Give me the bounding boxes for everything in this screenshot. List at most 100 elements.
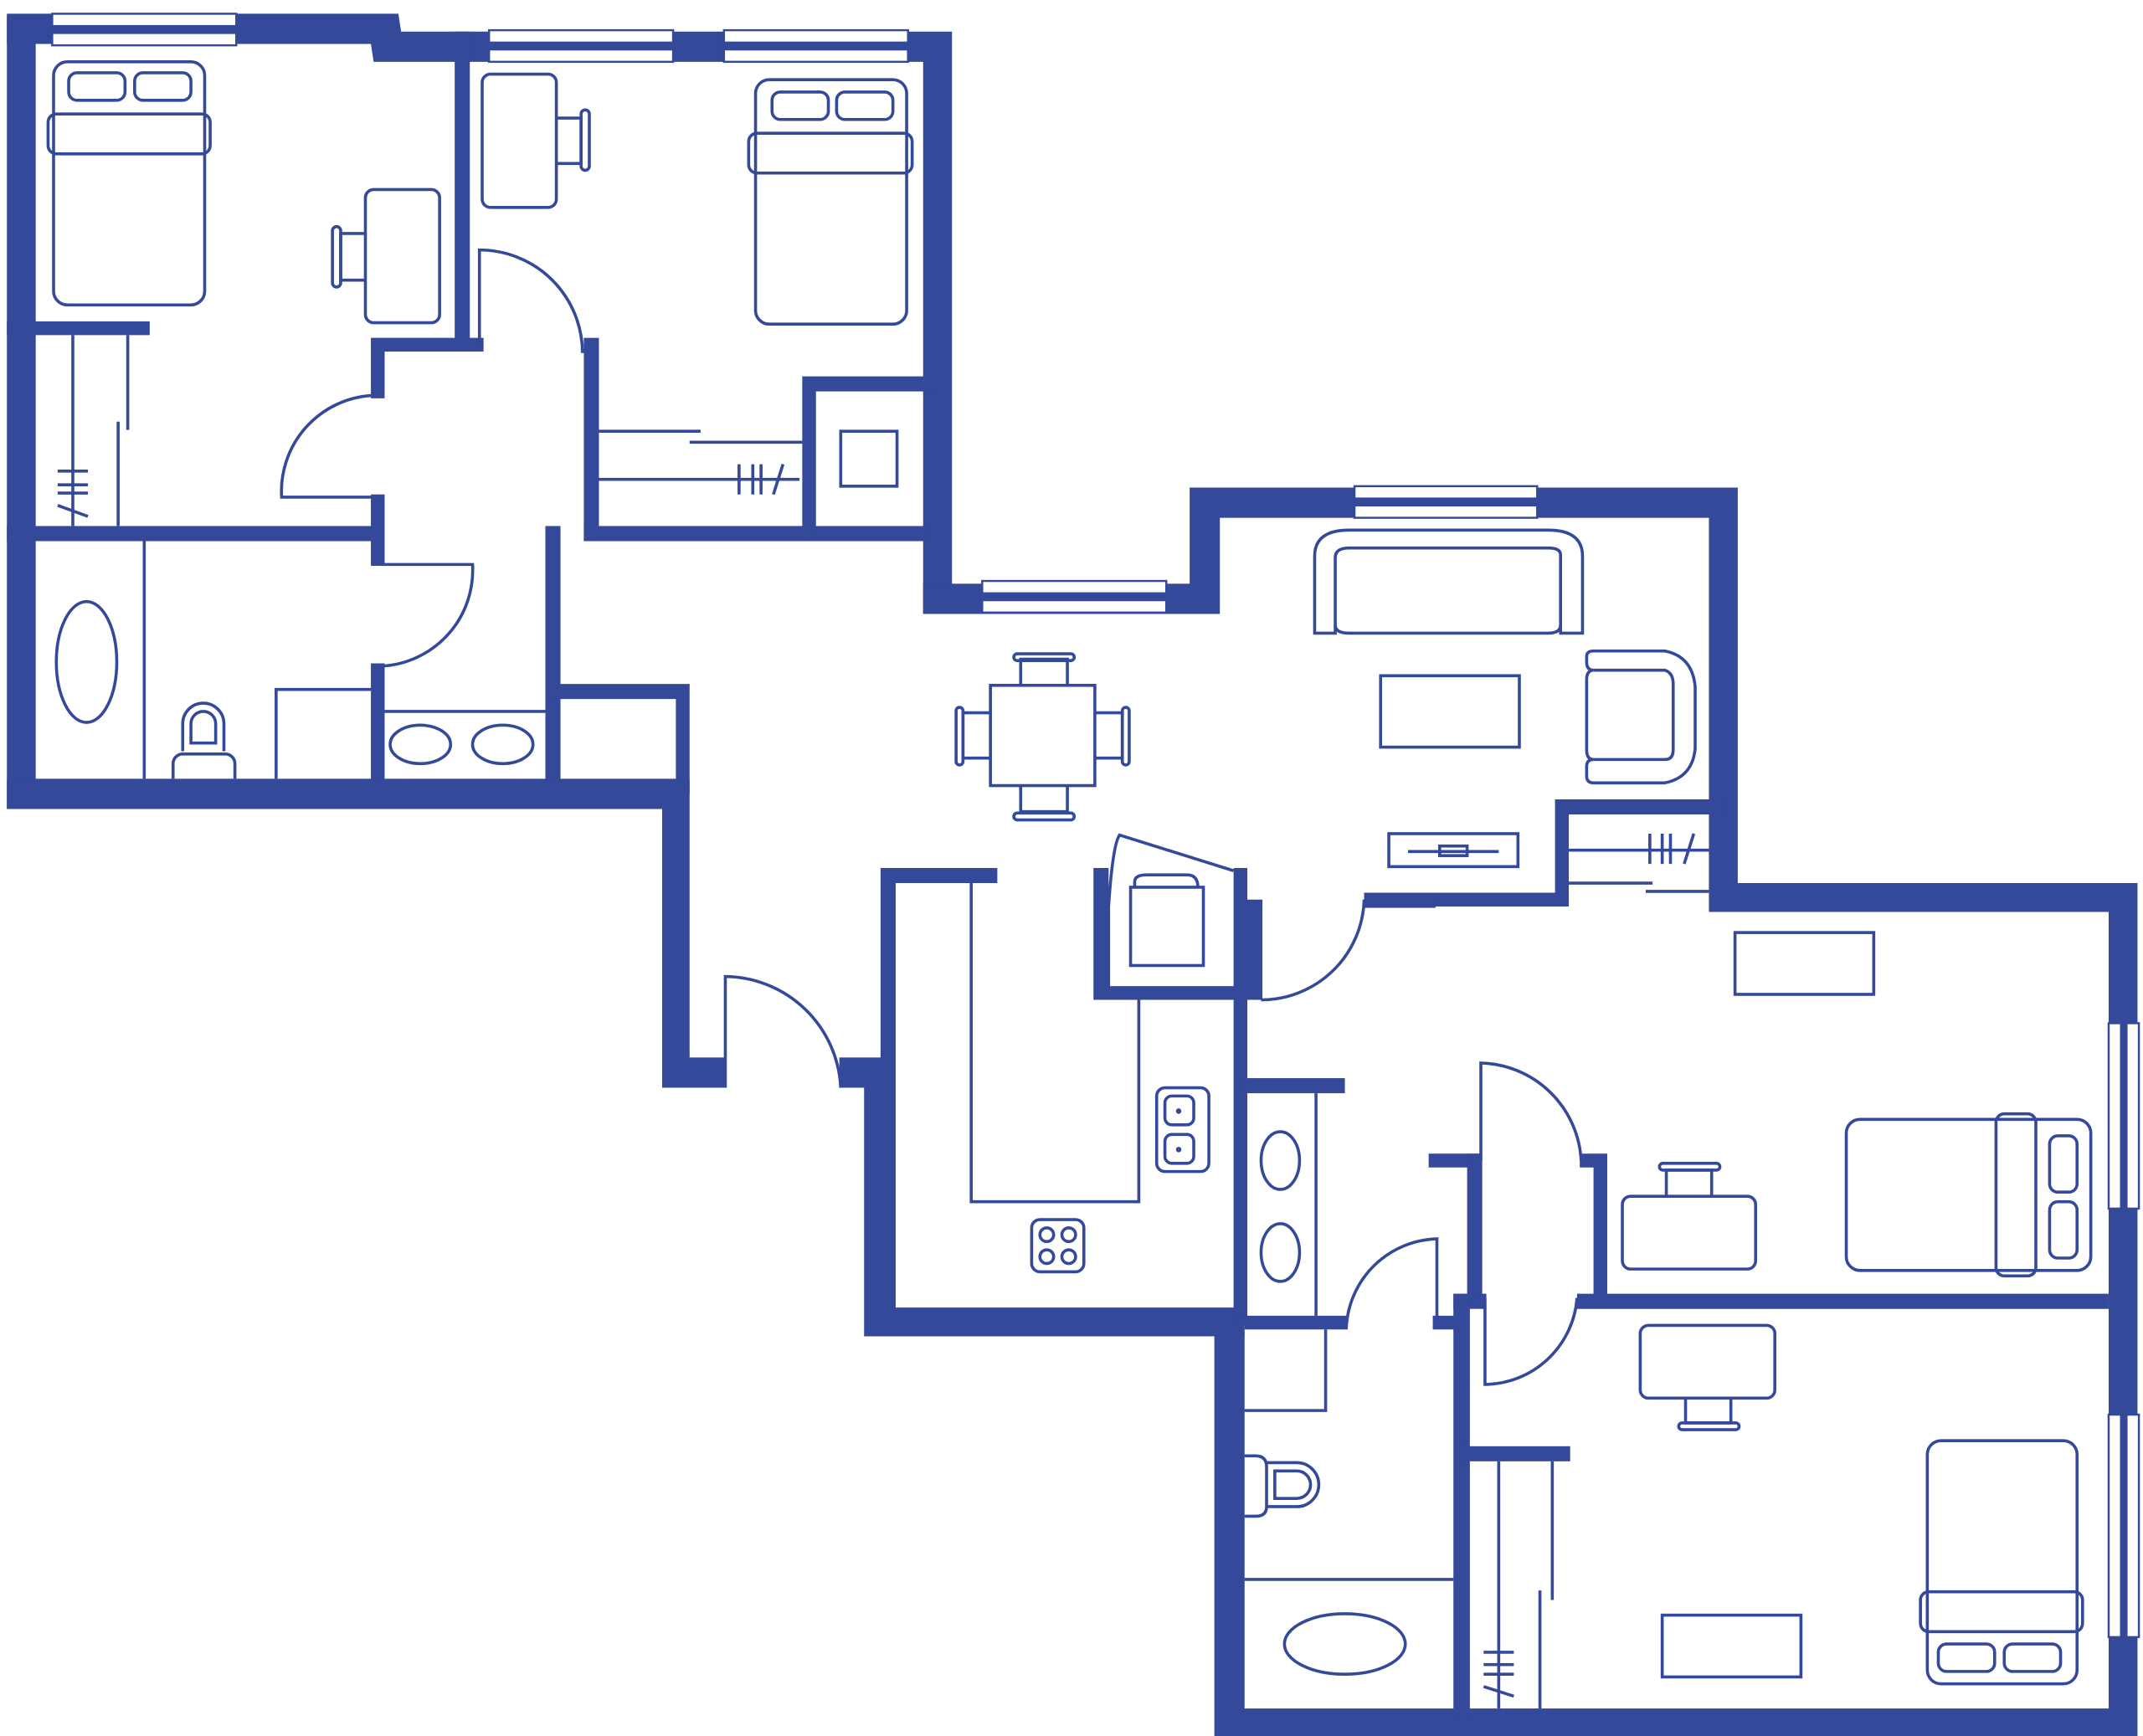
kitchen-sink: [1154, 1086, 1210, 1174]
dining-table-part: [989, 683, 1097, 788]
desk-with-chair-part: [1677, 1421, 1741, 1431]
window: [981, 579, 1168, 595]
wall: [1244, 1315, 1347, 1330]
bed-part: [67, 71, 127, 102]
window: [722, 48, 909, 64]
door-swing: [477, 248, 584, 353]
fridge: [1128, 873, 1205, 968]
bed-part: [1919, 1590, 2084, 1634]
bed-part: [2048, 1134, 2079, 1194]
washing-machine: [839, 429, 899, 488]
window: [2125, 1413, 2140, 1639]
wall: [371, 663, 385, 794]
wall: [7, 526, 383, 542]
window: [2107, 1413, 2122, 1639]
wall: [545, 684, 690, 794]
double-sink-part: [1259, 1222, 1302, 1283]
fridge-part: [1128, 886, 1205, 968]
double-sink-part: [1259, 1130, 1302, 1191]
window: [487, 48, 675, 64]
door-swing: [382, 562, 475, 668]
door-swing: [1479, 1061, 1583, 1161]
wall: [371, 494, 385, 567]
doors: [280, 248, 1583, 1386]
desk-with-chair-part: [331, 224, 342, 289]
window: [1353, 504, 1539, 519]
kitchen-sink-part: [1154, 1086, 1210, 1174]
wall: [455, 31, 470, 351]
wall: [1364, 892, 1436, 908]
bed-part: [835, 90, 895, 121]
desk-with-chair-part: [1638, 1323, 1777, 1400]
desk-with-chair-part: [1683, 1398, 1733, 1425]
dresser: [1660, 1613, 1803, 1679]
desk-with-chair: [1621, 1161, 1758, 1271]
desk-with-chair-part: [363, 187, 441, 325]
dresser: [1733, 931, 1876, 996]
bed-part: [2048, 1199, 2079, 1260]
wardrobe-part: [599, 429, 803, 496]
stove-part: [1060, 1226, 1077, 1244]
wardrobe: [1483, 1461, 1555, 1709]
wall: [1453, 1293, 1470, 1720]
dining-table-part: [961, 657, 1124, 814]
sofa-part: [1313, 528, 1585, 635]
kitchen-sink-part: [1163, 1133, 1195, 1165]
double-sink-part: [388, 723, 453, 766]
wardrobe-part: [57, 335, 130, 526]
bed: [1919, 1439, 2084, 1686]
window: [722, 28, 909, 44]
bed-part: [747, 131, 914, 175]
wall: [583, 337, 599, 542]
windows: [51, 13, 2140, 1639]
double-sink-part: [470, 723, 535, 766]
window: [51, 32, 238, 47]
armchair-part: [1593, 668, 1675, 762]
bed-part: [1936, 1642, 1997, 1673]
window: [487, 28, 675, 44]
window: [2107, 1022, 2122, 1210]
wall: [922, 487, 2138, 1736]
bed-part: [770, 90, 830, 121]
window: [51, 13, 238, 28]
bed-part: [1994, 1112, 2038, 1278]
wall: [7, 778, 726, 1088]
wall: [802, 376, 934, 542]
wall: [1576, 1153, 2109, 1309]
furniture: [46, 60, 2093, 1709]
kitchen-sink-part: [1175, 1147, 1182, 1153]
tv-unit: [1387, 832, 1520, 869]
wall: [1093, 868, 1263, 1326]
coffee-table: [1379, 674, 1521, 749]
toilet-part: [181, 701, 226, 752]
wall: [545, 526, 561, 794]
bed-part: [1844, 1117, 2093, 1272]
wall: [7, 321, 150, 336]
counter: [969, 883, 1141, 1204]
dining-table-part: [1012, 652, 1077, 663]
wall: [1244, 1078, 1345, 1094]
bed-part: [1925, 1439, 2079, 1686]
wall: [1462, 1446, 1570, 1461]
dining-table-part: [1012, 811, 1077, 822]
desk-with-chair: [331, 187, 441, 325]
desk-with-chair: [1638, 1323, 1777, 1431]
bed: [747, 78, 914, 326]
kitchen-sink-part: [1163, 1094, 1195, 1127]
wall: [1432, 1315, 1461, 1330]
bed-part: [46, 112, 212, 156]
wall: [583, 526, 928, 542]
door-swing: [1483, 1297, 1579, 1386]
stove-part: [1030, 1218, 1086, 1274]
door-swing: [723, 974, 843, 1088]
double-sink: [1259, 1093, 1318, 1316]
shower: [275, 687, 372, 779]
toilet-part: [171, 752, 237, 779]
walls: [7, 13, 2138, 1736]
fridge-part: [1133, 873, 1200, 888]
toilet-part: [1273, 1469, 1313, 1500]
wardrobe: [1569, 833, 1709, 893]
toilet: [171, 701, 237, 779]
wardrobe: [57, 335, 803, 526]
